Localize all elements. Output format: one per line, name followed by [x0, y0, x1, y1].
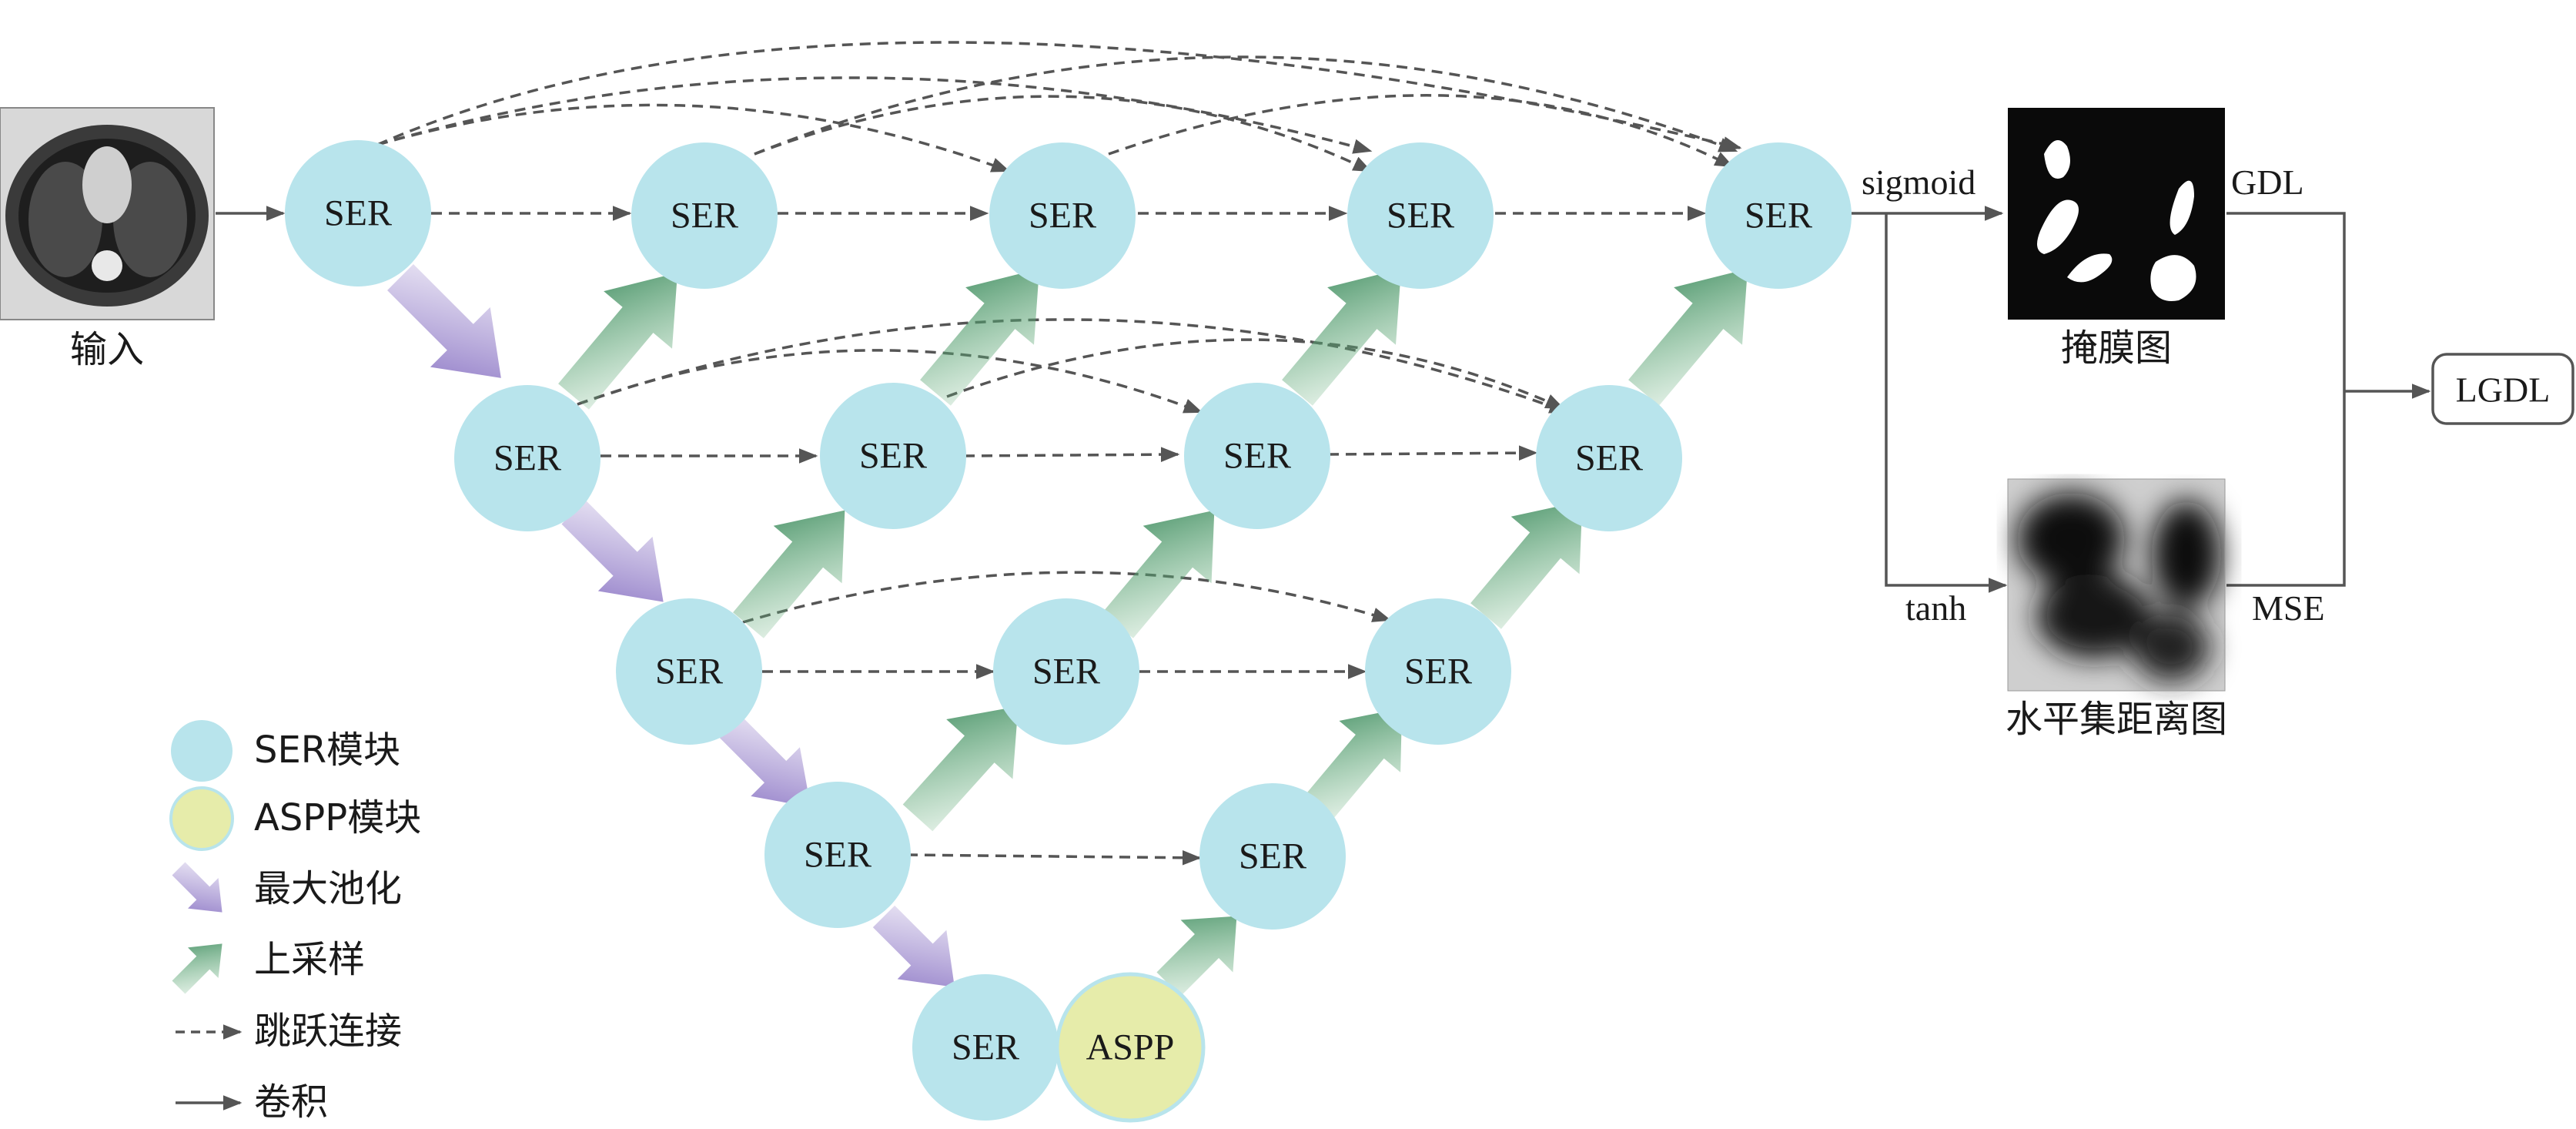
mask-label: 掩膜图	[2061, 327, 2172, 370]
maxpool-arrow	[387, 264, 501, 378]
svg-text:上采样: 上采样	[254, 938, 365, 981]
svg-text:SER: SER	[952, 1027, 1019, 1068]
maxpool-arrow	[561, 500, 664, 602]
node-ser-0-4: SER	[1705, 142, 1852, 289]
svg-text:SER: SER	[324, 193, 392, 234]
svg-text:SER: SER	[1032, 652, 1100, 692]
mask-image	[2008, 108, 2225, 320]
svg-text:最大池化: 最大池化	[254, 867, 402, 910]
svg-text:SER: SER	[1223, 436, 1291, 477]
node-ser-2-0: SER	[616, 598, 762, 745]
node-ser-1-3: SER	[1536, 385, 1682, 531]
svg-text:SER模块: SER模块	[254, 729, 400, 772]
upsample-arrow	[1470, 501, 1583, 629]
node-ser-1-1: SER	[820, 383, 966, 529]
svg-text:SER: SER	[804, 835, 871, 876]
svg-text:SER: SER	[655, 652, 723, 692]
skip-connections	[376, 41, 1742, 866]
gdl-label: GDL	[2231, 162, 2304, 202]
svg-text:SER: SER	[859, 436, 927, 477]
levelset-label: 水平集距离图	[2006, 698, 2227, 741]
svg-text:跳跃连接: 跳跃连接	[254, 1010, 402, 1053]
legend-aspp: ASPP模块	[169, 786, 421, 851]
legend: SER模块 ASPP模块 最大池化 上采样 跳跃连接 卷积	[169, 720, 421, 1124]
node-ser-0-1: SER	[631, 142, 778, 289]
maxpool-arrow	[872, 905, 955, 987]
upsample-arrow	[1306, 708, 1403, 818]
tanh-label: tanh	[1905, 588, 1966, 628]
svg-text:SER: SER	[493, 438, 561, 479]
svg-text:SER: SER	[1029, 196, 1096, 236]
node-aspp: ASPP	[1055, 972, 1206, 1123]
svg-text:LGDL: LGDL	[2456, 370, 2551, 410]
svg-text:SER: SER	[1387, 196, 1454, 236]
mse-label: MSE	[2252, 588, 2325, 628]
svg-text:SER: SER	[1239, 836, 1306, 877]
legend-ser: SER模块	[171, 720, 400, 782]
node-ser-0-0: SER	[285, 140, 431, 286]
levelset-image	[2007, 478, 2226, 692]
upsample-arrow	[1282, 269, 1401, 406]
upsample-arrow	[1628, 269, 1748, 406]
node-ser-4-0: SER	[912, 974, 1059, 1121]
sigmoid-label: sigmoid	[1862, 162, 1975, 202]
upsample-arrow	[902, 706, 1019, 832]
svg-text:SER: SER	[1745, 196, 1812, 236]
upsample-arrow	[558, 273, 677, 410]
output-branches	[1852, 206, 2431, 593]
input-label: 输入	[70, 328, 144, 371]
svg-text:SER: SER	[1404, 652, 1472, 692]
input-ct-image	[0, 107, 215, 320]
lgdl-box: LGDL	[2431, 353, 2574, 425]
legend-skip: 跳跃连接	[176, 1010, 402, 1053]
upsample-arrows	[558, 269, 1748, 997]
node-ser-0-2: SER	[989, 142, 1136, 289]
maxpool-arrows	[387, 264, 955, 987]
svg-text:ASPP: ASPP	[1086, 1027, 1175, 1068]
upsample-arrow	[733, 510, 845, 638]
svg-text:SER: SER	[671, 196, 738, 236]
maxpool-arrow	[718, 714, 811, 808]
node-ser-0-3: SER	[1347, 142, 1494, 289]
svg-text:卷积: 卷积	[254, 1080, 328, 1124]
node-ser-3-0: SER	[764, 782, 911, 928]
node-ser-3-1: SER	[1199, 783, 1346, 930]
svg-text:SER: SER	[1575, 438, 1643, 479]
node-ser-2-1: SER	[993, 598, 1139, 745]
svg-text:ASPP模块: ASPP模块	[254, 796, 421, 839]
upsample-arrow	[1102, 510, 1215, 638]
legend-maxpool: 最大池化	[172, 862, 402, 913]
ser-nodes: SER SER SER SER SER SER SER SER SER SER …	[285, 140, 1852, 1123]
node-ser-1-0: SER	[454, 385, 601, 531]
node-ser-2-2: SER	[1365, 598, 1511, 745]
node-ser-1-2: SER	[1184, 383, 1330, 529]
upsample-arrow	[920, 269, 1039, 406]
legend-conv: 卷积	[176, 1080, 328, 1124]
legend-upsample: 上采样	[172, 938, 365, 994]
upsample-arrow	[1156, 916, 1237, 997]
